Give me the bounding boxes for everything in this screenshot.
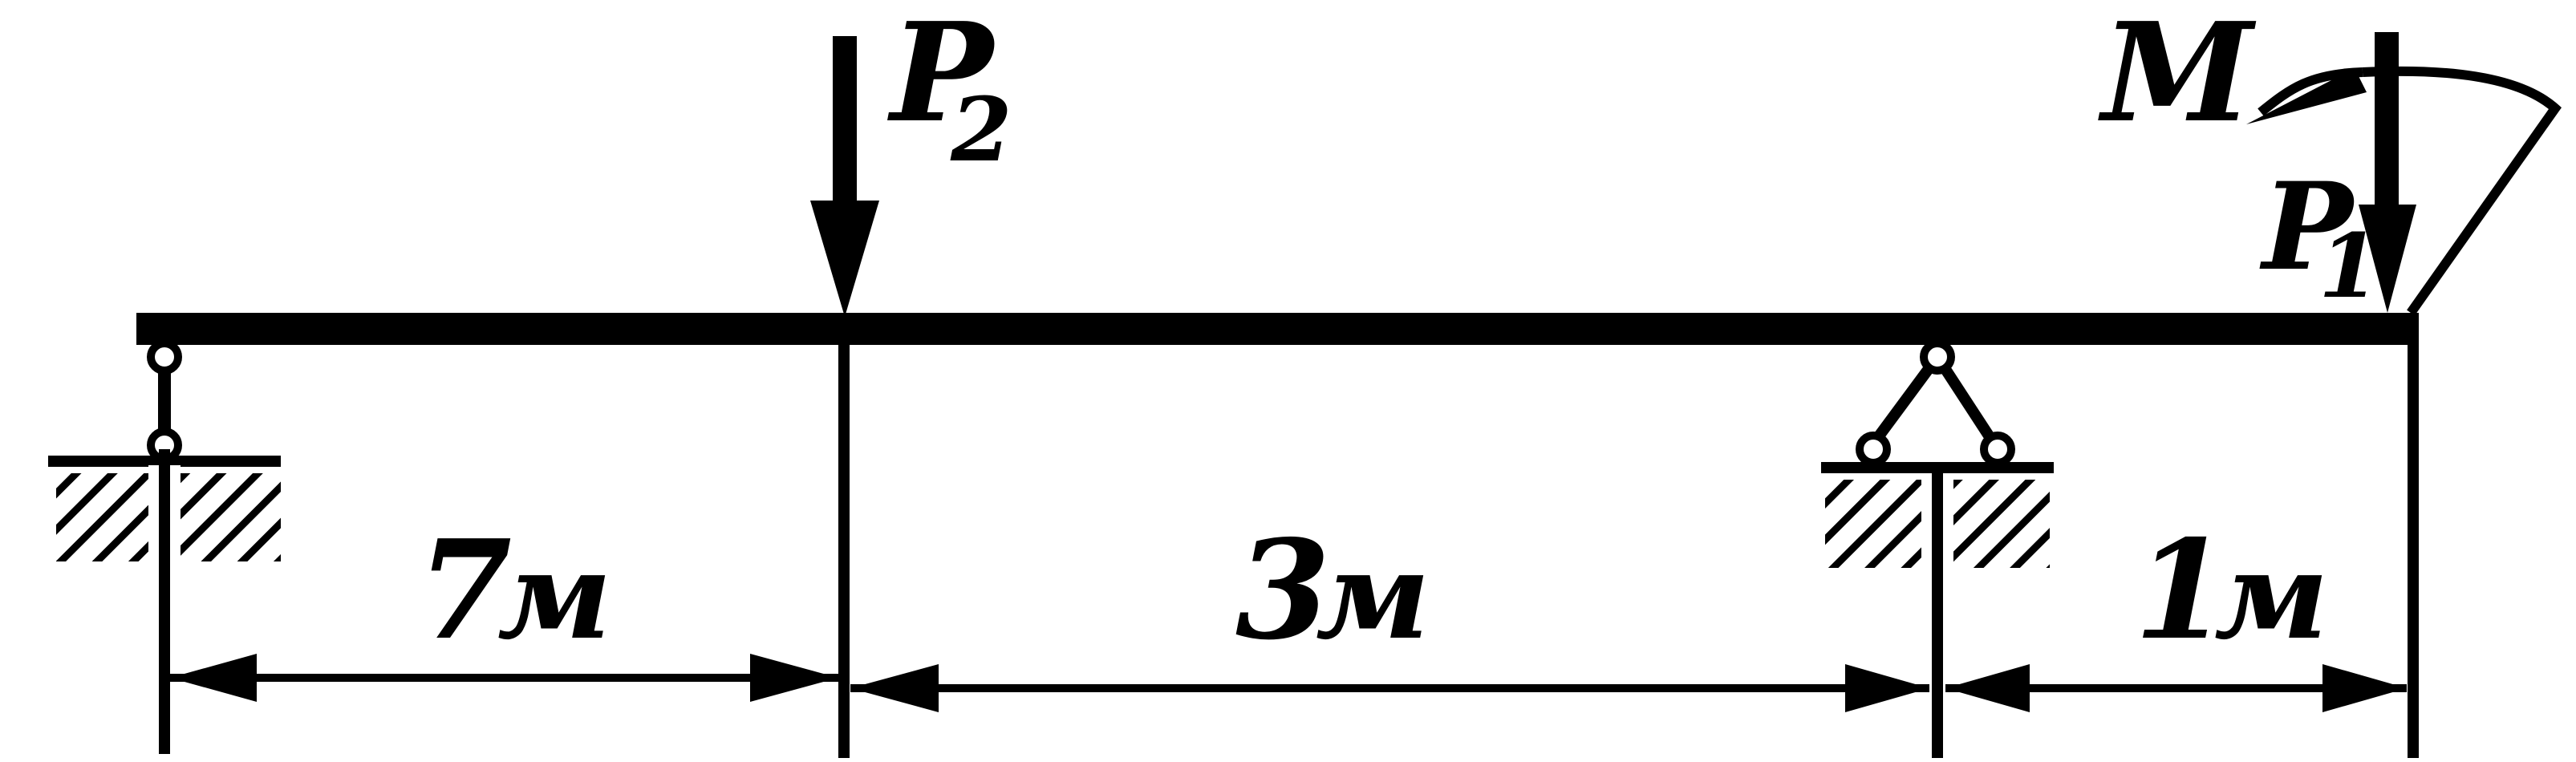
label-p2-sub: 2 (950, 78, 1012, 181)
beam (136, 313, 2419, 345)
dim-span3-unit: м (2214, 525, 2329, 667)
force-p2-arrow (810, 36, 879, 317)
dimension-lines (168, 654, 2407, 712)
force-p1-arrow (2359, 32, 2416, 313)
label-p2-letter: P (887, 0, 996, 153)
dim-span2-value: 3 (1235, 510, 1330, 671)
dim-span1-value: 7 (417, 510, 512, 671)
dim-span2-unit: м (1316, 525, 1430, 667)
moment-m-arrow (2246, 66, 2562, 316)
dim-span3-value: 1 (2134, 510, 2229, 671)
label-p1-letter: P (2259, 156, 2356, 298)
dim-span1-unit: м (497, 525, 612, 667)
right-support (1821, 339, 2054, 758)
label-moment-m: M (2098, 0, 2257, 153)
label-p1-sub: 1 (2318, 214, 2380, 318)
left-support (48, 339, 281, 754)
